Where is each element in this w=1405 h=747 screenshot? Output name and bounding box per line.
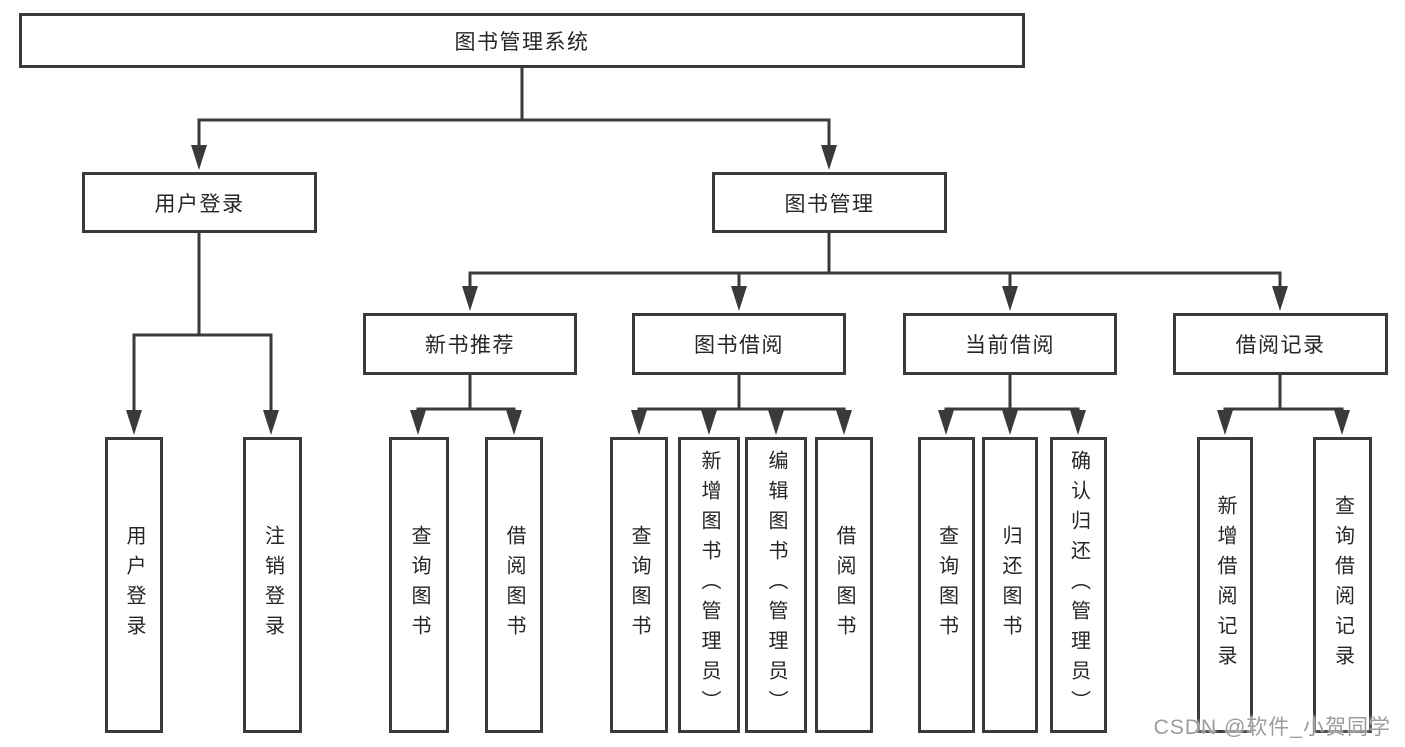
arrowhead-down-icon [126, 145, 1350, 435]
leaf-borrow-records-query: 查询借阅记录 [1313, 437, 1372, 733]
node-current-borrow-label: 当前借阅 [965, 334, 1055, 357]
leaf-current-borrow-return: 归还图书 [982, 437, 1038, 733]
node-borrow-records-label: 借阅记录 [1235, 334, 1326, 357]
node-current-borrow: 当前借阅 [903, 313, 1117, 375]
leaf-book-borrow-add: 新增图书（管理员） [678, 437, 740, 733]
node-new-books: 新书推荐 [363, 313, 577, 375]
leaf-book-borrow-query-label: 查询图书 [628, 525, 650, 645]
connector-current-borrow-branch [944, 375, 1080, 414]
connector-user-login-branch [132, 233, 273, 413]
leaf-user-login-label: 用户登录 [123, 525, 145, 645]
leaf-book-borrow-edit-label: 编辑图书（管理员） [765, 450, 787, 720]
leaf-book-borrow-query: 查询图书 [610, 437, 668, 733]
connector-borrow-records-branch [1223, 375, 1344, 414]
leaf-borrow-records-add: 新增借阅记录 [1197, 437, 1253, 733]
leaf-logout: 注销登录 [243, 437, 302, 733]
node-book-mgmt: 图书管理 [712, 172, 947, 233]
leaf-current-borrow-confirm: 确认归还（管理员） [1050, 437, 1107, 733]
arrowheads [126, 145, 1350, 435]
node-book-borrow-label: 图书借阅 [694, 334, 784, 357]
leaf-current-borrow-confirm-label: 确认归还（管理员） [1067, 450, 1090, 720]
node-book-mgmt-label: 图书管理 [784, 192, 875, 216]
node-new-books-label: 新书推荐 [425, 334, 515, 357]
csdn-watermark: CSDN @软件_小贺同学 [1153, 716, 1391, 739]
connector-lines [132, 68, 1344, 414]
leaf-borrow-records-query-label: 查询借阅记录 [1331, 495, 1354, 675]
leaf-logout-label: 注销登录 [261, 525, 284, 645]
connector-root-branch [197, 68, 831, 148]
leaf-new-books-borrow: 借阅图书 [485, 437, 543, 733]
leaf-book-borrow-add-label: 新增图书（管理员） [698, 450, 720, 720]
leaf-new-books-query-label: 查询图书 [408, 525, 430, 645]
node-user-login: 用户登录 [82, 172, 317, 233]
node-root-label: 图书管理系统 [454, 30, 590, 54]
leaf-current-borrow-query: 查询图书 [918, 437, 975, 733]
node-borrow-records: 借阅记录 [1173, 313, 1388, 375]
leaf-new-books-query: 查询图书 [389, 437, 449, 733]
leaf-current-borrow-query-label: 查询图书 [935, 525, 958, 645]
leaf-book-borrow-borrow-label: 借阅图书 [833, 525, 855, 645]
leaf-current-borrow-return-label: 归还图书 [999, 525, 1021, 645]
leaf-book-borrow-edit: 编辑图书（管理员） [745, 437, 807, 733]
node-user-login-label: 用户登录 [154, 192, 245, 216]
leaf-user-login: 用户登录 [105, 437, 163, 733]
leaf-book-borrow-borrow: 借阅图书 [815, 437, 873, 733]
node-root: 图书管理系统 [19, 13, 1025, 68]
node-book-borrow: 图书借阅 [632, 313, 846, 375]
connector-book-borrow-branch [637, 375, 846, 414]
leaf-borrow-records-add-label: 新增借阅记录 [1214, 495, 1236, 675]
connector-new-books-branch [416, 375, 516, 414]
connector-book-mgmt-branch [468, 233, 1282, 290]
leaf-new-books-borrow-label: 借阅图书 [503, 525, 525, 645]
